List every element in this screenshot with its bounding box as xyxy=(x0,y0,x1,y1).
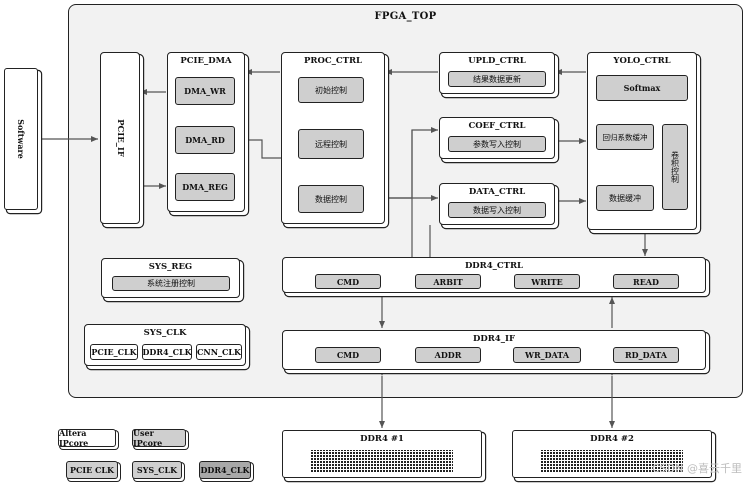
pcie-dma-title: PCIE_DMA xyxy=(180,56,232,66)
ddr4-if-module: DDR4_IF CMD ADDR WR_DATA RD_DATA xyxy=(282,330,706,370)
ddr4-ctrl-read-block: READ xyxy=(613,274,679,289)
proc-ctrl-title: PROC_CTRL xyxy=(303,56,362,66)
dma-rd-block: DMA_RD xyxy=(175,126,235,154)
coef-buffer-block: 回归系数缓冲 xyxy=(596,124,654,150)
conv-ctrl-block: 卷积控制 xyxy=(662,124,688,210)
upld-ctrl-module: UPLD_CTRL 结果数据更新 xyxy=(439,52,555,94)
ddr4-ctrl-write-block: WRITE xyxy=(514,274,580,289)
sys-clk-module: SYS_CLK PCIE_CLK DDR4_CLK CNN_CLK xyxy=(84,324,246,366)
ddr4-if-wrdata-block: WR_DATA xyxy=(513,347,581,363)
sys-reg-module: SYS_REG 系统注册控制 xyxy=(101,258,240,298)
pcie-if-module: PCIE_IF xyxy=(100,52,140,224)
sys-clk-title: SYS_CLK xyxy=(143,328,187,338)
dma-wr-block: DMA_WR xyxy=(175,77,235,105)
ddr4-if-cmd-block: CMD xyxy=(315,347,381,363)
data-ctrl-title: DATA_CTRL xyxy=(468,187,526,197)
init-ctrl-block: 初始控制 xyxy=(298,77,364,103)
ddr4-chip-2: DDR4 #2 xyxy=(512,430,712,478)
pcie-if-label: PCIE_IF xyxy=(115,119,125,157)
ddr4-ctrl-module: DDR4_CTRL CMD ARBIT WRITE READ xyxy=(282,257,706,293)
legend-pcie-clk: PCIE CLK xyxy=(66,461,118,479)
ddr4-chip-2-pattern xyxy=(541,450,683,472)
ddr4-ctrl-cmd-block: CMD xyxy=(315,274,381,289)
ddr4-if-addr-block: ADDR xyxy=(415,347,481,363)
coef-ctrl-module: COEF_CTRL 参数写入控制 xyxy=(439,117,555,159)
wire-dmard-to-proc xyxy=(228,139,295,161)
ddr4-ctrl-title: DDR4_CTRL xyxy=(464,261,524,271)
pcie-clk-block: PCIE_CLK xyxy=(90,344,138,360)
data-ctrl-module: DATA_CTRL 数据写入控制 xyxy=(439,183,555,225)
sys-reg-title: SYS_REG xyxy=(148,262,193,272)
ddr4-chip-1-pattern xyxy=(311,450,453,472)
ddr4-if-rddata-block: RD_DATA xyxy=(613,347,679,363)
upld-ctrl-title: UPLD_CTRL xyxy=(468,56,526,66)
yolo-ctrl-title: YOLO_CTRL xyxy=(613,56,671,66)
data-ctrl-block: 数据控制 xyxy=(298,185,364,213)
remote-ctrl-block: 远程控制 xyxy=(298,129,364,159)
yolo-ctrl-module: YOLO_CTRL Softmax 回归系数缓冲 卷积控制 数据缓冲 xyxy=(587,52,697,230)
ddr4-if-title: DDR4_IF xyxy=(473,334,515,344)
result-update-block: 结果数据更新 xyxy=(448,71,546,87)
legend-sys-clk: SYS_CLK xyxy=(132,461,182,479)
ddr4-chip-1: DDR4 #1 xyxy=(282,430,482,478)
fpga-top-title: FPGA_TOP xyxy=(374,11,437,22)
ddr4-chip-1-label: DDR4 #1 xyxy=(360,434,404,444)
legend-ddr4-clk: DDR4_CLK xyxy=(199,461,251,479)
ddr4-chip-2-label: DDR4 #2 xyxy=(590,434,634,444)
software-block: Software xyxy=(4,68,38,210)
ddr4-clk-block: DDR4_CLK xyxy=(142,344,192,360)
software-label: Software xyxy=(16,119,26,159)
param-write-block: 参数写入控制 xyxy=(448,136,546,152)
data-write-block: 数据写入控制 xyxy=(448,202,546,218)
legend-altera-ipcore: Altera IPcore xyxy=(58,428,116,448)
sys-reg-ctrl-block: 系统注册控制 xyxy=(112,276,230,291)
ddr4-ctrl-arbit-block: ARBIT xyxy=(415,274,481,289)
proc-ctrl-module: PROC_CTRL 初始控制 远程控制 数据控制 xyxy=(281,52,385,224)
softmax-block: Softmax xyxy=(596,75,688,101)
watermark-text: CSDN @喜云千里 xyxy=(652,462,742,475)
pcie-dma-module: PCIE_DMA DMA_WR DMA_RD DMA_REG xyxy=(167,52,245,212)
coef-ctrl-title: COEF_CTRL xyxy=(468,121,526,131)
data-buffer-block: 数据缓冲 xyxy=(596,185,654,211)
cnn-clk-block: CNN_CLK xyxy=(196,344,242,360)
legend-user-ipcore: User IPcore xyxy=(132,428,186,448)
dma-reg-block: DMA_REG xyxy=(175,173,235,201)
